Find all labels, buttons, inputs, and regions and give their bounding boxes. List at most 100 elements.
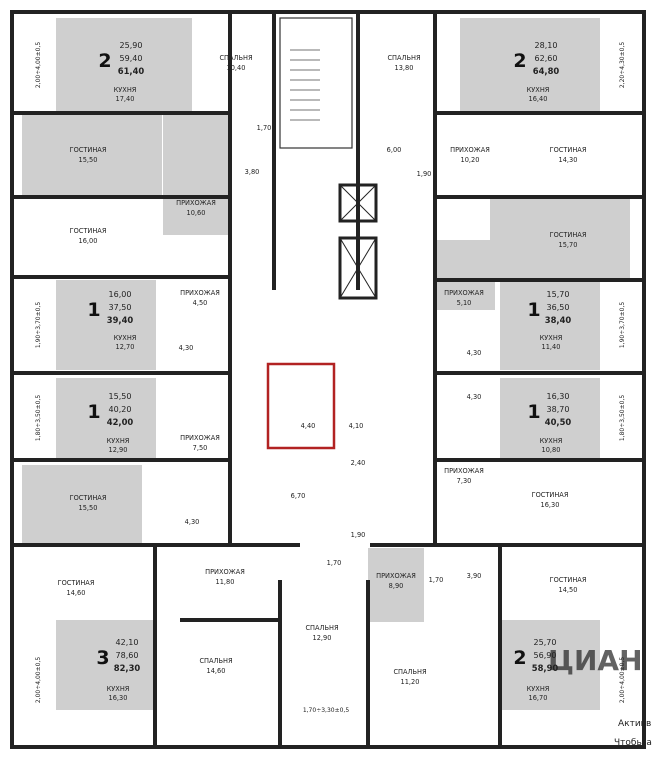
room-hall-1180-name: ПРИХОЖАЯ	[205, 568, 245, 576]
apartment-badge[interactable]: 1 15,50 40,20 42,00	[87, 392, 133, 427]
room-hall-450-area: 4,50	[193, 299, 208, 307]
room-lobby-410: 4,10	[349, 422, 364, 430]
dim-balcony: 1,90÷3,70±0,5	[35, 302, 42, 348]
apt-area: 37,50	[109, 303, 132, 312]
apt-total: 64,80	[533, 66, 560, 76]
room-hall-1020-name: ПРИХОЖАЯ	[450, 146, 490, 154]
room-lobby-240: 2,40	[351, 459, 366, 467]
room-bedroom-1040-area: 10,40	[227, 64, 246, 72]
room-hall-1060-name: ПРИХОЖАЯ	[176, 199, 216, 207]
watermark: ЦИАН Активв Чтобы а	[548, 644, 652, 748]
apartment-badge[interactable]: 3 42,10 78,60 82,30	[96, 638, 140, 673]
room-living-1450-area: 14,50	[559, 586, 578, 594]
room-bath-430d: 4,30	[467, 393, 482, 401]
room-bath-380: 3,80	[245, 168, 260, 176]
room-living-1630-area: 16,30	[541, 501, 560, 509]
apt-living-area: 15,70	[547, 290, 570, 299]
room-bath-170c: 1,70	[429, 576, 444, 584]
apt-living-area: 25,90	[120, 41, 143, 50]
shaded-rooms	[22, 18, 630, 710]
apt-area: 59,40	[120, 54, 143, 63]
balcony-dimensions: 2,00÷4,00±0,5 1,90÷3,70±0,5 1,80÷3,50±0,…	[35, 42, 626, 714]
room-bedroom-1380-area: 13,80	[395, 64, 414, 72]
apt-total: 42,00	[107, 417, 134, 427]
apt-total: 58,90	[532, 663, 559, 673]
apt-rooms: 2	[513, 647, 526, 669]
apartment-badge[interactable]: 1 15,70 36,50 38,40	[527, 290, 571, 325]
apt-area: 40,20	[109, 405, 132, 414]
apt-total: 82,30	[114, 663, 141, 673]
room-kitchen-1290-area: 12,90	[109, 446, 128, 454]
room-living-1600-name: ГОСТИНАЯ	[70, 227, 107, 235]
apt-rooms: 1	[527, 299, 540, 321]
room-bath-600: 6,00	[387, 146, 402, 154]
apartment-badges: 2 25,90 59,40 61,40 1 16,00 37,50 39,40 …	[87, 41, 571, 673]
room-hall-510-name: ПРИХОЖАЯ	[444, 289, 484, 297]
room-living-1450-name: ГОСТИНАЯ	[550, 576, 587, 584]
room-bedroom-1120-area: 11,20	[401, 678, 420, 686]
apartment-badge[interactable]: 2 25,90 59,40 61,40	[98, 41, 144, 76]
room-bedroom-1460-name: СПАЛЬНЯ	[199, 657, 232, 665]
room-kitchen-1670-area: 16,70	[529, 694, 548, 702]
room-bath-190a: 1,90	[417, 170, 432, 178]
room-living-1550b-area: 15,50	[79, 504, 98, 512]
apt-rooms: 1	[87, 299, 100, 321]
room-labels: СПАЛЬНЯ 10,40 КУХНЯ 17,40 ГОСТИНАЯ 15,50…	[58, 54, 587, 702]
highlighted-unit[interactable]	[266, 362, 336, 450]
room-hall-1180-area: 11,80	[216, 578, 235, 586]
room-kitchen-1270-area: 12,70	[116, 343, 135, 351]
apt-living-area: 42,10	[116, 638, 139, 647]
room-living-1430-name: ГОСТИНАЯ	[550, 146, 587, 154]
apt-living-area: 16,30	[547, 392, 570, 401]
apartment-badge[interactable]: 2 28,10 62,60 64,80	[513, 41, 559, 76]
room-bath-170b: 1,70	[327, 559, 342, 567]
room-living-1550b-name: ГОСТИНАЯ	[70, 494, 107, 502]
room-bath-430a: 4,30	[179, 344, 194, 352]
watermark-line-3: Чтобы а	[614, 738, 652, 748]
room-storage-440: 4,40	[301, 422, 316, 430]
room-kitchen-1670-name: КУХНЯ	[527, 685, 550, 693]
dim-balcony: 1,70÷3,30±0,5	[303, 707, 349, 714]
room-kitchen-1140-name: КУХНЯ	[540, 334, 563, 342]
room-hall-750-name: ПРИХОЖАЯ	[180, 434, 220, 442]
apartment-badge[interactable]: 2 25,70 56,90 58,90	[513, 638, 558, 673]
apartment-badge[interactable]: 1 16,00 37,50 39,40	[87, 290, 133, 325]
room-living-1430-area: 14,30	[559, 156, 578, 164]
room-kitchen-1080-area: 10,80	[542, 446, 561, 454]
room-hall-730-name: ПРИХОЖАЯ	[444, 467, 484, 475]
apt-total: 38,40	[545, 315, 572, 325]
apt-rooms: 1	[87, 401, 100, 423]
dim-balcony: 2,00÷4,00±0,5	[35, 42, 42, 88]
apt-area: 78,60	[116, 651, 139, 660]
room-kitchen-1270-name: КУХНЯ	[114, 334, 137, 342]
apt-rooms: 3	[96, 647, 109, 669]
room-hall-730-area: 7,30	[457, 477, 472, 485]
room-kitchen-1740-name: КУХНЯ	[114, 86, 137, 94]
room-hall-890-area: 8,90	[389, 582, 404, 590]
dim-balcony: 1,90÷3,70±0,5	[619, 302, 626, 348]
apt-living-area: 25,70	[534, 638, 557, 647]
room-living-1570-name: ГОСТИНАЯ	[550, 231, 587, 239]
room-living-1570-area: 15,70	[559, 241, 578, 249]
dim-balcony: 2,00÷4,00±0,5	[35, 657, 42, 703]
apt-total: 40,50	[545, 417, 572, 427]
room-kitchen-1140-area: 11,40	[542, 343, 561, 351]
apt-rooms: 1	[527, 401, 540, 423]
room-kitchen-1630-name: КУХНЯ	[107, 685, 130, 693]
room-bath-170a: 1,70	[257, 124, 272, 132]
apt-rooms: 2	[513, 50, 526, 72]
room-hall-1020-area: 10,20	[461, 156, 480, 164]
dim-balcony: 1,80÷3,50±0,5	[619, 395, 626, 441]
apartment-badge[interactable]: 1 16,30 38,70 40,50	[527, 392, 571, 427]
room-living-1460-name: ГОСТИНАЯ	[58, 579, 95, 587]
apt-living-area: 28,10	[535, 41, 558, 50]
room-living-1600-area: 16,00	[79, 237, 98, 245]
walls	[10, 10, 646, 749]
room-living-1630-name: ГОСТИНАЯ	[532, 491, 569, 499]
room-kitchen-1640-area: 16,40	[529, 95, 548, 103]
room-living-1550a-name: ГОСТИНАЯ	[70, 146, 107, 154]
room-kitchen-1740-area: 17,40	[116, 95, 135, 103]
room-hall-750-area: 7,50	[193, 444, 208, 452]
stairwell	[279, 17, 378, 300]
